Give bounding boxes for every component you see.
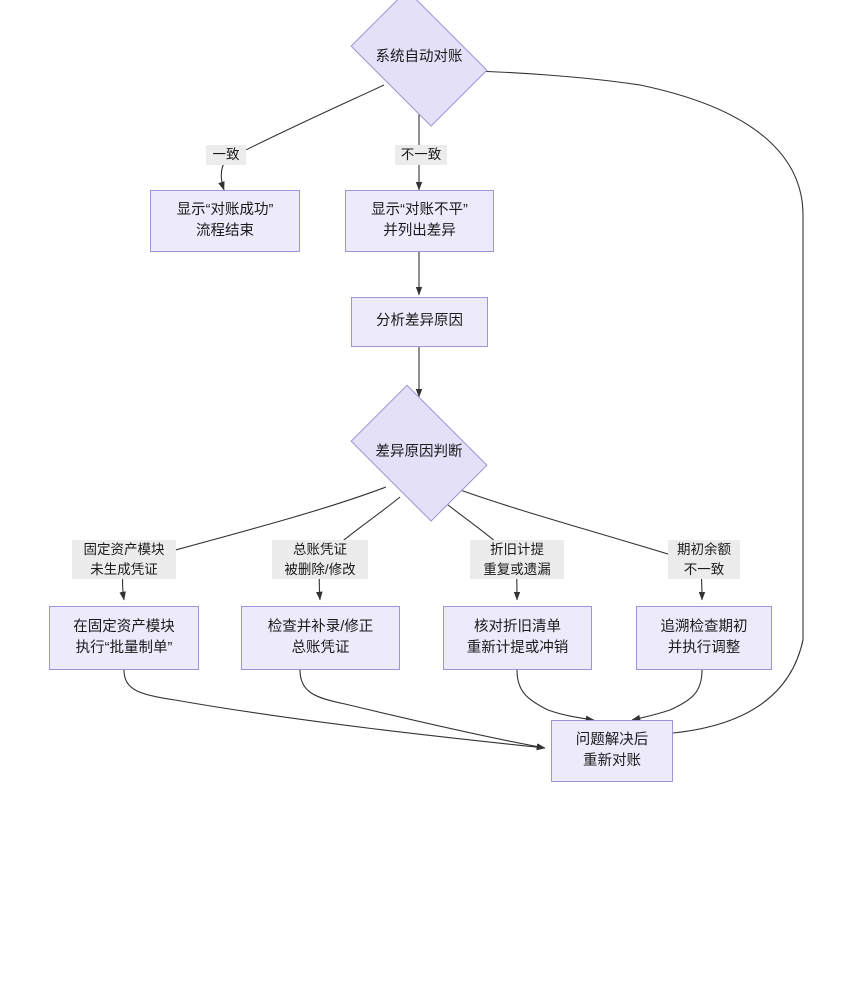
node-fix-opening-label: 追溯检查期初 并执行调整 <box>660 618 748 656</box>
node-analyze-cause[interactable]: 分析差异原因 <box>351 297 488 347</box>
edge-decision-to-opening <box>451 486 706 601</box>
node-fix-fixed-asset[interactable]: 在固定资产模块 执行“批量制单” <box>49 606 199 670</box>
node-fix-gl-voucher[interactable]: 检查并补录/修正 总账凭证 <box>241 606 400 670</box>
edge-opening-to-rerecon <box>631 669 703 722</box>
edge-fixed-asset-to-rerecon <box>123 669 546 751</box>
edge-label-cause-gl-voucher: 总账凭证 被删除/修改 <box>272 540 368 580</box>
node-fix-gl-voucher-label: 检查并补录/修正 总账凭证 <box>267 618 374 656</box>
node-re-reconcile-label: 问题解决后 重新对账 <box>575 731 649 769</box>
edge-label-match: 一致 <box>206 145 246 165</box>
node-start-decision-label: 系统自动对账 <box>375 49 463 66</box>
node-fix-depreciation[interactable]: 核对折旧清单 重新计提或冲销 <box>443 606 592 670</box>
node-recon-fail[interactable]: 显示“对账不平” 并列出差异 <box>345 190 494 252</box>
node-analyze-cause-label: 分析差异原因 <box>376 313 463 330</box>
edge-label-cause-opening: 期初余额 不一致 <box>668 540 740 580</box>
node-cause-decision-label: 差异原因判断 <box>375 444 463 461</box>
edge-depreciation-to-rerecon <box>516 669 595 723</box>
node-cause-decision[interactable]: 差异原因判断 <box>340 384 498 522</box>
node-start-decision[interactable]: 系统自动对账 <box>340 0 498 127</box>
node-re-reconcile[interactable]: 问题解决后 重新对账 <box>551 720 673 782</box>
node-fix-opening[interactable]: 追溯检查期初 并执行调整 <box>636 606 772 670</box>
edge-decision-to-fixed-asset <box>119 486 387 601</box>
edge-label-cause-depreciation: 折旧计提 重复或遗漏 <box>470 540 564 580</box>
node-recon-success-label: 显示“对账成功” 流程结束 <box>176 201 274 239</box>
edge-rerecon-to-start <box>471 67 804 734</box>
node-recon-fail-label: 显示“对账不平” 并列出差异 <box>371 201 468 239</box>
node-fix-fixed-asset-label: 在固定资产模块 执行“批量制单” <box>73 618 175 656</box>
node-recon-success[interactable]: 显示“对账成功” 流程结束 <box>150 190 300 252</box>
edge-label-mismatch: 不一致 <box>395 145 447 165</box>
edge-gl-voucher-to-rerecon <box>299 669 546 750</box>
edge-label-cause-fixed-asset: 固定资产模块 未生成凭证 <box>72 540 176 580</box>
node-fix-depreciation-label: 核对折旧清单 重新计提或冲销 <box>466 618 569 656</box>
